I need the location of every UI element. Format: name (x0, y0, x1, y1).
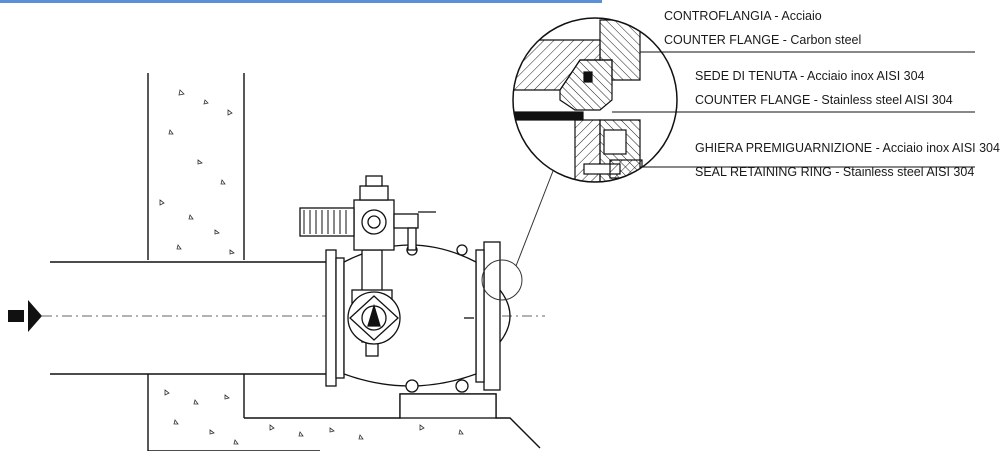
callout-3-en: SEAL RETAINING RING - Stainless steel AI… (695, 165, 974, 179)
callout-1-it: CONTROFLANGIA - Acciaio (664, 9, 822, 23)
callout-1-en: COUNTER FLANGE - Carbon steel (664, 33, 861, 47)
detail-leader (515, 170, 554, 267)
valve (299, 175, 511, 419)
pipe (50, 261, 326, 375)
detail-marker (481, 259, 523, 301)
callout-2-en: COUNTER FLANGE - Stainless steel AISI 30… (695, 93, 953, 107)
arrow-right-icon (8, 300, 42, 332)
header-bar (0, 0, 602, 3)
callout-2-it: SEDE DI TENUTA - Acciaio inox AISI 304 (695, 69, 925, 83)
callout-3-it: GHIERA PREMIGUARNIZIONE - Acciaio inox A… (695, 141, 1000, 155)
concrete-speckles (159, 89, 464, 445)
detail-magnified (512, 17, 678, 183)
callout-leaders (612, 51, 975, 168)
